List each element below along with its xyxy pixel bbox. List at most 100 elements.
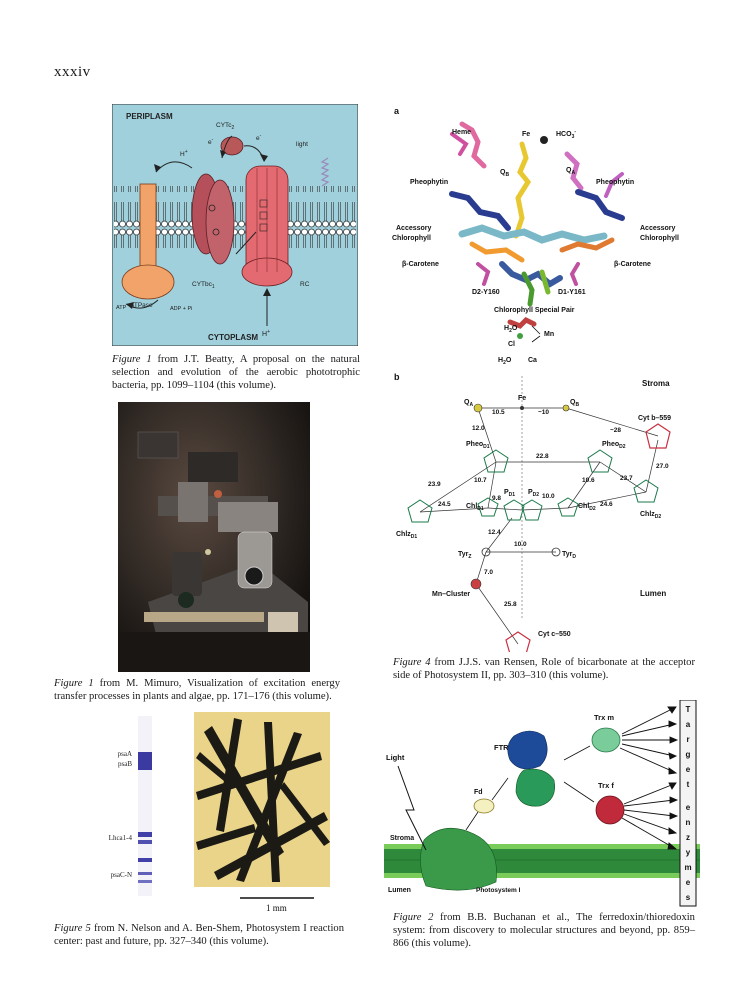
tyrz-node (481, 547, 491, 557)
distance-tyrz-tyrd: 10.0 (514, 541, 527, 548)
light-wave-icon (320, 157, 330, 187)
cytb-label: Cyt b–559 (638, 415, 671, 422)
tyrz-label: TyrZ (458, 551, 471, 560)
distance-pd1-chl: 9.8 (492, 495, 501, 502)
trx-f-label: Trx f (598, 781, 614, 790)
light-label-buchanan: Light (386, 753, 405, 762)
buchanan-figure: Stroma Lumen Photosystem I Light Fd FTR … (384, 700, 700, 907)
stroma-label-buchanan: Stroma (390, 835, 414, 842)
ferredoxin (473, 798, 495, 814)
atpase-head (121, 264, 175, 300)
target-letter: t (687, 780, 690, 789)
d1-label: D1-Y161 (558, 289, 586, 296)
atpase-label: ATPase (130, 302, 153, 309)
atp-label: ATP (116, 305, 127, 311)
carotene-right-label: β-Carotene (614, 261, 651, 268)
caption-buchanan: Figure 2 from B.B. Buchanan et al., The … (393, 912, 695, 949)
cytc-ring (505, 631, 531, 652)
beatty-membrane-diagram: PERIPLASM CYTOPLASM ATPase ATP ADP + Pi … (112, 104, 358, 346)
mimuro-photo (118, 402, 310, 672)
h2o-label-2: H2O (498, 357, 512, 366)
pheo-d2-label: PheoD2 (602, 441, 626, 450)
distance-qa-fe: 10.5 (492, 409, 505, 416)
distance-qa-pheo: 12.0 (472, 425, 485, 432)
fe-label-a: Fe (522, 131, 530, 138)
h2o-label-1: H2O (504, 325, 518, 334)
distance-pheo-chl-left: 10.7 (474, 477, 487, 484)
fd-label: Fd (474, 789, 483, 796)
target-arrows (619, 706, 679, 850)
tyrd-label: TyrD (562, 551, 576, 560)
caption-nelson: Figure 5 from N. Nelson and A. Ben-Shem,… (54, 923, 344, 947)
pd1-label: PD1 (504, 489, 515, 498)
tyrd-node (551, 547, 561, 557)
lumen-label-buchanan: Lumen (388, 887, 411, 894)
distance-chl-tyrz: 12.4 (488, 529, 501, 536)
chlz-d2-label: ChlzD2 (640, 511, 661, 520)
chlz-d1-label: ChlzD1 (396, 531, 417, 540)
light-arrow-icon (397, 765, 427, 851)
rc-label: RC (300, 281, 310, 288)
panel-a-label: a (394, 106, 400, 116)
distance-chlz-chl-left: 24.5 (438, 501, 451, 508)
cofactor-structure (449, 121, 625, 339)
caption-mimuro: Figure 1 from M. Mimuro, Visualization o… (54, 678, 340, 702)
qa-node (473, 403, 483, 413)
target-letter: z (686, 833, 690, 842)
target-letter: s (686, 893, 691, 902)
distance-pheo-pheo: 22.8 (536, 453, 549, 460)
distance-qb-cytb: ~28 (610, 427, 621, 434)
cyt-c2 (220, 136, 244, 156)
adp-label: ADP + Pi (170, 306, 192, 312)
distance-cytb-chlz: 27.0 (656, 463, 669, 470)
cytoplasm-label: CYTOPLASM (208, 333, 258, 342)
gel-label-lhca: Lhca1-4 (109, 834, 133, 842)
distance-pheo-chl-right: 10.6 (582, 477, 595, 484)
lumen-label-b: Lumen (640, 589, 666, 598)
mn-cluster-label: Mn–Cluster (432, 591, 470, 598)
pheophytin-left-label: Pheophytin (410, 179, 448, 186)
caption-beatty: Figure 1 from J.T. Beatty, A proposal on… (112, 354, 360, 391)
gel-band-psa (138, 752, 152, 770)
distance-tyrz-mn: 7.0 (484, 569, 493, 576)
target-letter: T (686, 705, 691, 714)
target-letter: g (686, 750, 691, 759)
page-number: xxxiv (54, 64, 91, 80)
e-left-label: e- (208, 137, 214, 146)
distance-chlz-pheo-left: 23.9 (428, 481, 441, 488)
accessory-left-label-1: Accessory (396, 225, 432, 232)
mn-cluster-node (470, 578, 482, 590)
light-label: light (296, 141, 308, 148)
gel-label-psab: psaB (118, 760, 132, 768)
d2-label: D2-Y160 (472, 289, 500, 296)
chl-d2-label: ChlD2 (578, 503, 596, 512)
psi-label: Photosystem I (476, 887, 521, 894)
cyt-bc1-right (205, 179, 235, 265)
qa-label-a: QA (566, 167, 575, 176)
qa-label-b: QA (464, 399, 473, 408)
distance-mn-cytc: 25.8 (504, 601, 517, 608)
panel-b-label: b (394, 372, 400, 382)
target-letter: e (686, 878, 691, 887)
atpase-stalk (139, 183, 157, 275)
accessory-left-label-2: Chlorophyll (392, 235, 431, 242)
h-plus-bottom-label: H+ (262, 329, 270, 338)
proton-arrow-icon (155, 161, 193, 173)
target-letter: a (686, 720, 691, 729)
photosystem-i (420, 827, 497, 891)
fe-node (520, 406, 524, 410)
cytc-label: Cyt c–550 (538, 631, 571, 638)
accessory-right-label-2: Chlorophyll (640, 235, 679, 242)
target-letter: e (686, 765, 691, 774)
chlorophyll-rings (407, 449, 659, 523)
caption-vanrensen: Figure 4 from J.J.S. van Rensen, Role of… (393, 657, 695, 681)
target-letter: r (686, 735, 689, 744)
qb-label-b: QB (570, 399, 579, 408)
distance-chlz-pheo-right: 23.7 (620, 475, 633, 482)
e-right-label: e- (256, 133, 262, 142)
cyt-c2-label: CYTc2 (216, 122, 235, 131)
periplasm-label: PERIPLASM (126, 112, 173, 121)
target-letter: n (686, 818, 691, 827)
nelson-figure: psaA psaB Lhca1-4 psaC-N 1 mm (109, 712, 330, 913)
gel-label-psaa: psaA (118, 750, 132, 758)
